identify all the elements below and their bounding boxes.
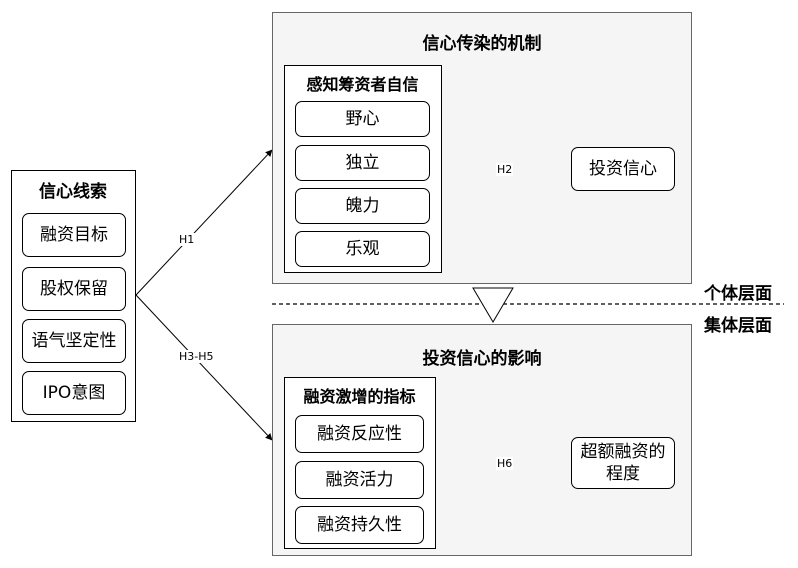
mechanism-panel-title: 信心传染的机制 (422, 34, 542, 54)
trait-ambition: 野心 (295, 101, 430, 137)
excess-financing-line1: 超额融资的 (580, 442, 666, 462)
perceived-confidence-title: 感知筹资者自信 (306, 75, 419, 94)
individual-level-label: 个体层面 (704, 284, 772, 304)
indicator-vitality: 融资活力 (295, 461, 424, 499)
indicator-responsiveness: 融资反应性 (295, 415, 424, 453)
mechanism-panel: 信心传染的机制 感知筹资者自信 野心 独立 魄力 乐观 投资信心 (272, 12, 692, 284)
trait-boldness: 魄力 (295, 188, 430, 224)
influence-panel: 投资信心的影响 融资激增的指标 融资反应性 融资活力 融资持久性 超额融资的程度 (272, 324, 692, 556)
surge-indicators-title: 融资激增的指标 (303, 387, 416, 406)
confidence-cues-title: 信心线索 (39, 182, 107, 202)
edge-label-h6: H6 (496, 457, 514, 470)
indicator-persistence: 融资持久性 (295, 506, 424, 544)
cue-tone-firmness: 语气坚定性 (22, 319, 126, 363)
confidence-cues-group: 信心线索 融资目标 股权保留 语气坚定性 IPO意图 (11, 170, 136, 422)
cue-financing-goal: 融资目标 (22, 213, 126, 257)
level-transition-triangle (472, 287, 514, 323)
trait-independence: 独立 (295, 145, 430, 181)
cue-ipo-intent: IPO意图 (22, 371, 126, 415)
influence-panel-title: 投资信心的影响 (422, 349, 542, 369)
surge-indicators-group: 融资激增的指标 融资反应性 融资活力 融资持久性 (284, 377, 436, 549)
edge-h1 (135, 149, 273, 296)
excess-financing-box: 超额融资的程度 (571, 437, 675, 489)
investment-confidence-box: 投资信心 (571, 147, 675, 191)
collective-level-label: 集体层面 (704, 316, 772, 336)
trait-optimism: 乐观 (295, 231, 430, 267)
edge-label-h1: H1 (178, 233, 196, 246)
cue-equity-retention: 股权保留 (22, 267, 126, 311)
edge-h3-h5 (135, 294, 273, 441)
perceived-confidence-group: 感知筹资者自信 野心 独立 魄力 乐观 (284, 65, 442, 273)
edge-label-h2: H2 (496, 163, 514, 176)
excess-financing-line2: 程度 (606, 464, 640, 484)
edge-label-h3-h5: H3-H5 (178, 350, 215, 363)
